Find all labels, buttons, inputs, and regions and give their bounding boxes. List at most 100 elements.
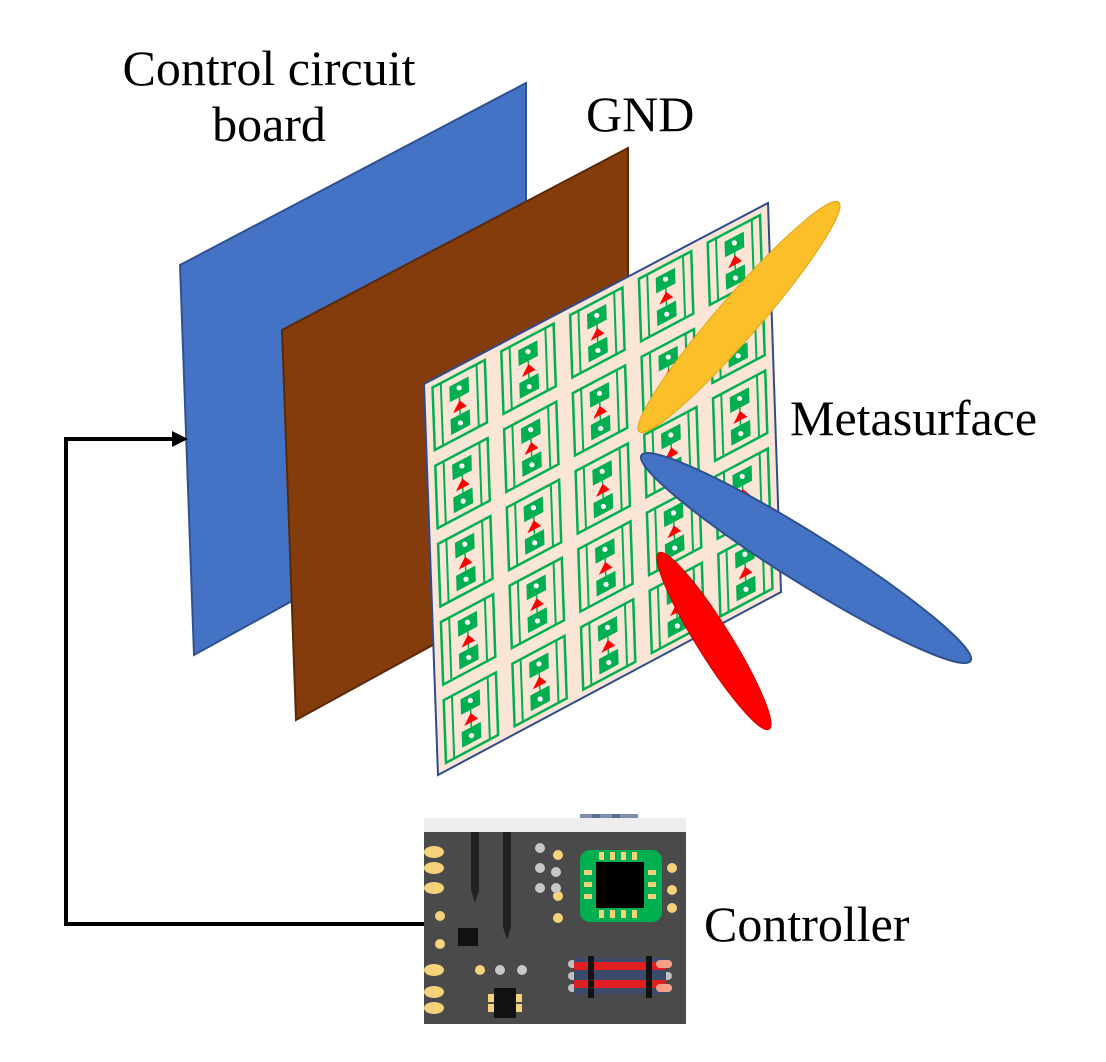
unit-cell-inner-line (714, 238, 720, 301)
unit-cell-inner-line (481, 520, 486, 584)
control-board-label-line2: board (212, 96, 326, 152)
via-dot (600, 503, 606, 510)
via-dot (467, 697, 473, 704)
unit-cell-inner-line (582, 466, 587, 530)
unit-cell-inner-line (580, 388, 585, 452)
via-dot (594, 312, 600, 318)
via-dot (526, 384, 532, 390)
via-dot (529, 462, 535, 468)
unit-cell-inner-line (547, 406, 552, 469)
diode-icon (659, 291, 674, 305)
via-dot (525, 348, 531, 355)
red-beam (656, 551, 772, 731)
unit-cell-inner-line (755, 375, 761, 438)
via-dot (457, 420, 464, 426)
via-dot (464, 619, 471, 625)
via-dot (602, 546, 608, 552)
unit-cell-inner-line (439, 383, 445, 446)
via-dot (533, 583, 539, 589)
diode-icon (530, 598, 544, 612)
unit-cell-inner-line (514, 503, 519, 566)
diode-icon (593, 405, 608, 419)
via-dot (460, 498, 466, 504)
via-dot (736, 395, 743, 402)
controller-label: Controller (704, 896, 910, 952)
unit-cell-inner-line (448, 617, 453, 681)
unit-cell-inner-line (445, 539, 450, 603)
unit-cell-frame (439, 592, 497, 687)
unit-cell-inner-line (621, 525, 626, 589)
diode-icon (596, 483, 610, 497)
via-dot (532, 540, 538, 546)
via-dot (606, 659, 612, 666)
unit-cell-inner-line (511, 424, 516, 488)
via-dot (463, 576, 469, 582)
unit-cell-frame (431, 357, 489, 453)
via-dot (664, 311, 670, 317)
via-dot (735, 353, 741, 359)
diode-icon (464, 712, 478, 726)
via-dot (466, 654, 472, 661)
unit-cell-frame (442, 670, 500, 765)
unit-cell-inner-line (450, 695, 456, 759)
unit-cell-inner-line (508, 346, 513, 410)
unit-cell-inner-line (486, 676, 491, 740)
yellow-beam (637, 200, 841, 434)
unit-cell-frame (711, 368, 769, 463)
unit-cell-inner-line (613, 291, 618, 355)
unit-cell-inner-line (549, 484, 555, 547)
unit-cell-inner-line (623, 603, 629, 667)
via-dot (530, 505, 537, 511)
unit-cell-inner-line (544, 328, 549, 391)
blue-beam (639, 452, 973, 664)
unit-cell-frame (500, 321, 558, 416)
unit-cell-frame (637, 249, 695, 344)
unit-cell-inner-line (442, 461, 447, 524)
via-dot (536, 661, 542, 667)
via-dot (537, 696, 543, 702)
diode-icon (738, 566, 753, 580)
diode-icon (601, 639, 616, 653)
via-dot (662, 276, 669, 282)
via-dot (456, 385, 462, 391)
diode-icon (590, 327, 605, 341)
via-dot (598, 425, 604, 432)
via-dot (534, 618, 541, 624)
unit-cell-inner-line (725, 549, 730, 613)
diode-icon (667, 525, 682, 539)
via-dot (528, 427, 534, 433)
via-dot (732, 275, 739, 281)
via-dot (603, 581, 609, 588)
diode-icon (728, 255, 742, 269)
unit-cell-frame (568, 285, 626, 380)
via-dot (668, 432, 674, 438)
unit-cell-inner-line (516, 581, 522, 644)
diode-icon (527, 520, 542, 534)
unit-cell-inner-line (585, 544, 590, 608)
via-dot (739, 473, 745, 480)
controller-board (424, 814, 686, 1024)
via-dot (743, 586, 749, 592)
via-dot (742, 551, 748, 557)
diode-icon (453, 400, 467, 414)
diode-icon (524, 442, 539, 456)
diode-icon (532, 676, 547, 690)
unit-cell-frame (436, 514, 494, 609)
unit-cell-inner-line (588, 622, 593, 686)
diode-icon (461, 634, 476, 648)
unit-cell-inner-line (519, 659, 524, 722)
via-dot (459, 463, 465, 469)
diode-icon (521, 364, 536, 378)
via-dot (462, 541, 468, 547)
via-dot (665, 354, 671, 360)
unit-cell-frame (571, 363, 629, 458)
via-dot (670, 510, 677, 516)
unit-cell-inner-line (646, 274, 651, 337)
diode-icon (598, 561, 613, 575)
arrow-head-icon (172, 431, 188, 447)
unit-cell-frame (579, 597, 637, 692)
unit-cell-inner-line (615, 369, 620, 433)
diode-icon (455, 478, 470, 492)
